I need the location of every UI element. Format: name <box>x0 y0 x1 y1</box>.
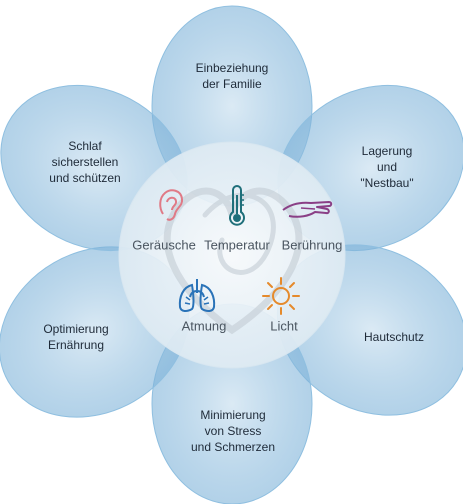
core-label-touch: Berührung <box>281 237 343 253</box>
lungs-icon <box>178 279 216 313</box>
petal-label-stress: Minimierung von Stress und Schmerzen <box>190 408 276 454</box>
thermometer-icon <box>229 185 245 226</box>
core-label-temperature: Temperatur <box>204 237 270 253</box>
petal-label-nutrition: Optimierung Ernährung <box>43 322 109 352</box>
petal-label-positioning: Lagerung und "Nestbau" <box>360 144 414 190</box>
ear-icon <box>159 189 184 221</box>
petal-label-family: Einbeziehung der Familie <box>195 61 269 91</box>
petal-label-sleep: Schlaf sicherstellen und schützen <box>49 139 121 185</box>
sun-icon <box>262 277 300 315</box>
core-label-light: Licht <box>270 318 298 334</box>
hand-icon <box>282 201 333 218</box>
petal-label-skin: Hautschutz <box>363 330 425 344</box>
core-label-breathing: Atmung <box>181 318 227 334</box>
core-label-noise: Geräusche <box>132 237 196 253</box>
